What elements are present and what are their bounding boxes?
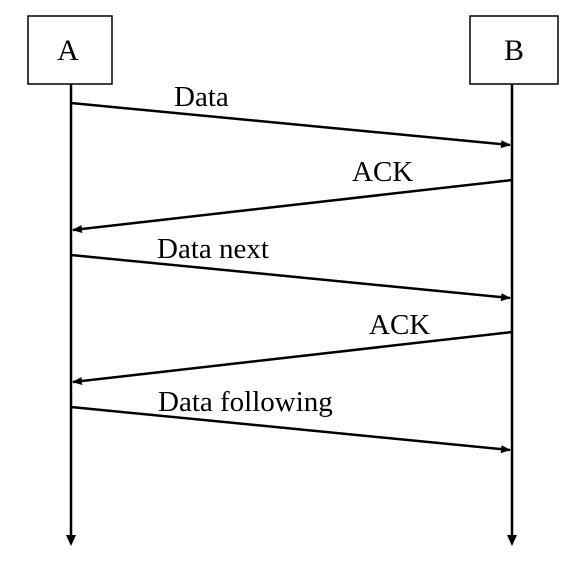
- message-ack-2: ACK: [72, 309, 513, 385]
- message-data-label: Data: [174, 81, 229, 113]
- message-data-following-label: Data following: [158, 386, 333, 418]
- message-data: Data: [70, 81, 511, 149]
- participant-a: A: [27, 15, 113, 546]
- message-data-arrow: [70, 101, 511, 149]
- lifeline-a-arrow-icon: [66, 535, 76, 546]
- message-ack-1: ACK: [72, 156, 513, 233]
- participant-a-label: A: [57, 34, 79, 67]
- message-ack-1-label: ACK: [352, 156, 413, 188]
- message-ack-2-arrow: [72, 330, 513, 385]
- participant-b-label: B: [504, 34, 524, 67]
- participant-b: B: [469, 15, 559, 546]
- message-data-next: Data next: [70, 233, 511, 302]
- message-ack-1-arrow: [72, 178, 513, 233]
- message-ack-2-label: ACK: [369, 309, 430, 341]
- message-data-next-arrow: [70, 253, 511, 302]
- message-data-following-arrow: [70, 405, 511, 454]
- message-data-following: Data following: [70, 386, 511, 454]
- participant-a-box: [27, 15, 113, 85]
- message-data-next-label: Data next: [157, 233, 269, 265]
- lifeline-b-arrow-icon: [507, 535, 517, 546]
- participant-b-box: [469, 15, 559, 85]
